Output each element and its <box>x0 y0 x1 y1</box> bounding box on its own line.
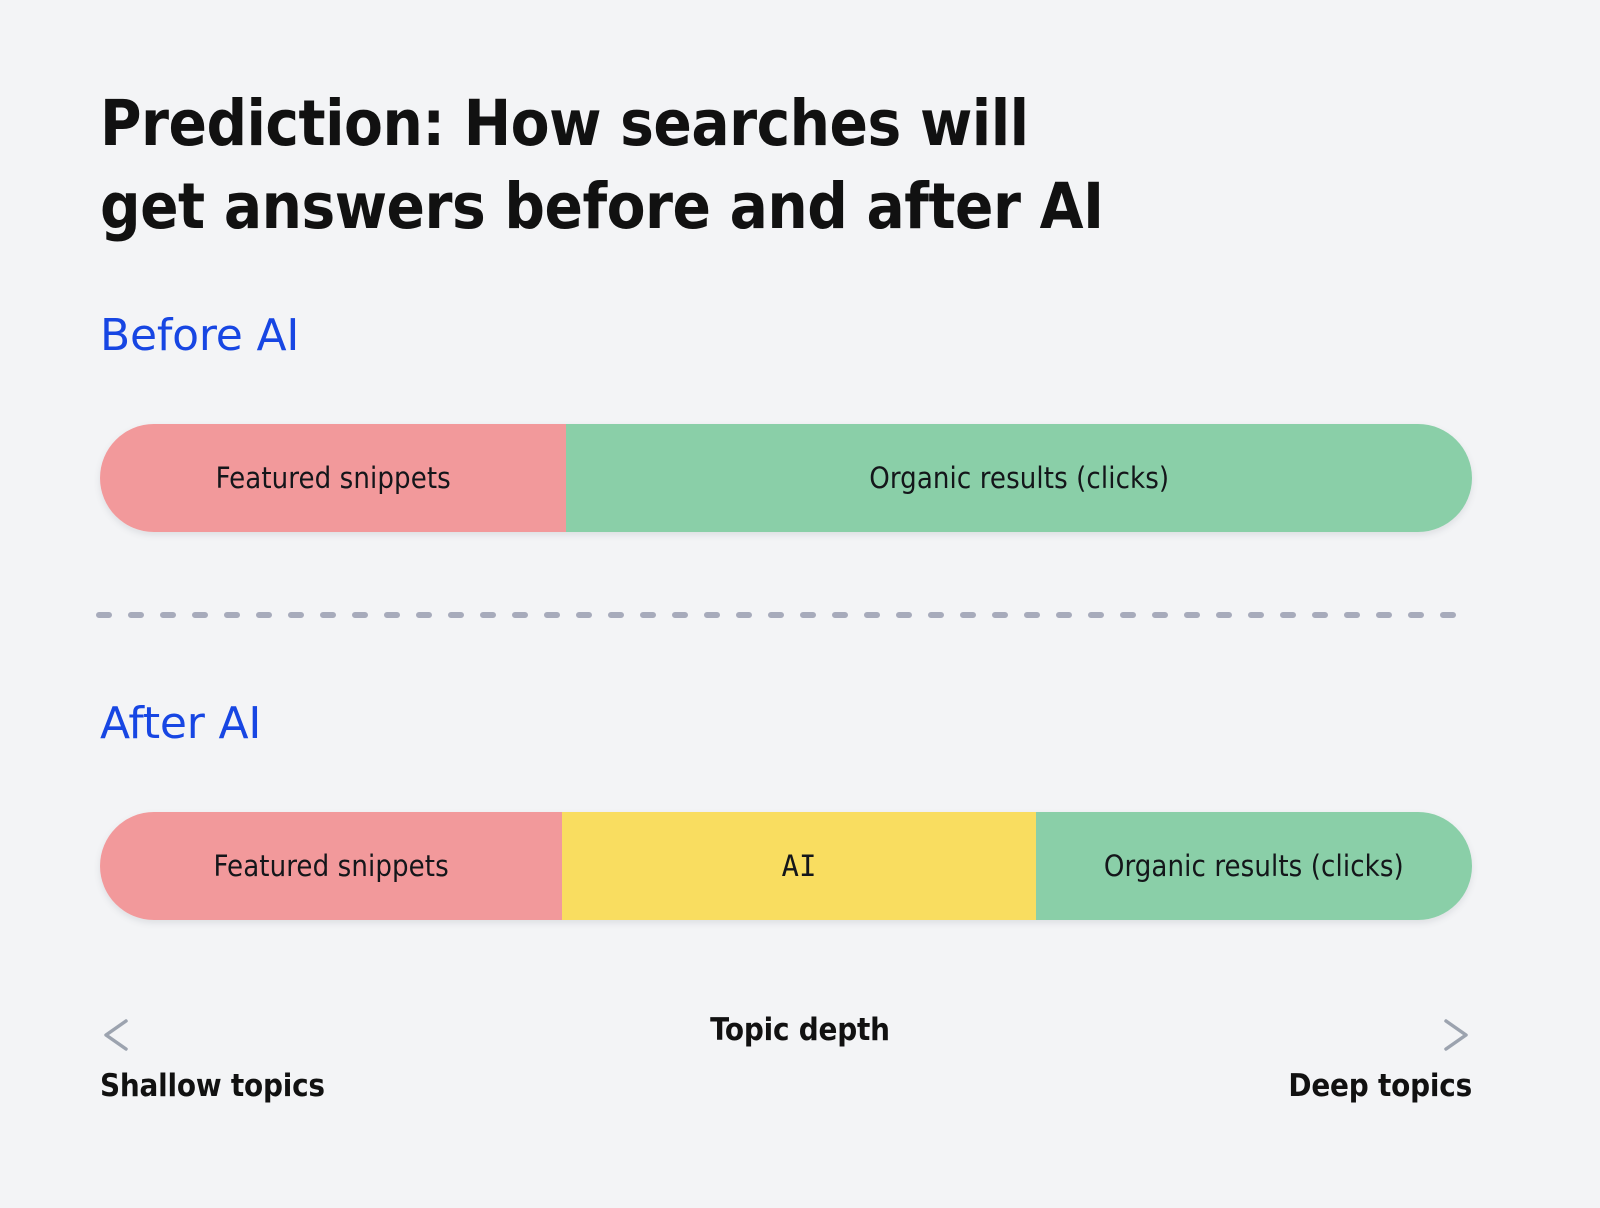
bar-segment-label: Featured snippets <box>213 849 449 883</box>
section-heading-before-ai: Before AI <box>100 310 300 361</box>
bar-after-ai: Featured snippets AI Organic results (cl… <box>100 812 1472 920</box>
bar-segment-featured-snippets-after: Featured snippets <box>100 812 563 920</box>
bar-segment-label: AI <box>781 849 817 883</box>
bar-segment-label: Organic results (clicks) <box>869 461 1170 495</box>
section-heading-after-ai: After AI <box>100 698 262 749</box>
bar-segment-organic-results-before: Organic results (clicks) <box>566 424 1472 532</box>
bar-segment-label: Organic results (clicks) <box>1103 849 1404 883</box>
bar-segment-ai-after: AI <box>562 812 1036 920</box>
axis-label-deep-topics: Deep topics <box>1288 1068 1472 1104</box>
section-divider <box>96 612 1476 618</box>
page-title: Prediction: How searches will get answer… <box>100 87 1104 244</box>
topic-depth-axis <box>96 1012 1476 1058</box>
bar-segment-label: Featured snippets <box>215 461 451 495</box>
bar-segment-organic-results-after: Organic results (clicks) <box>1035 812 1472 920</box>
bar-segment-featured-snippets-before: Featured snippets <box>100 424 567 532</box>
bar-before-ai: Featured snippets Organic results (click… <box>100 424 1472 532</box>
axis-label-shallow-topics: Shallow topics <box>100 1068 325 1104</box>
